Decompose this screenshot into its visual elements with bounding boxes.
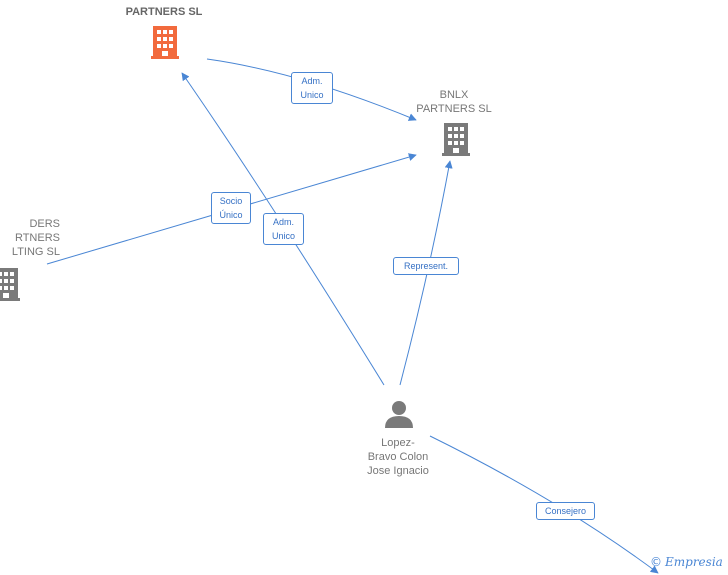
- company-label-top[interactable]: PARTNERS SL: [125, 6, 203, 18]
- edge-label-socio-unico: Socio Único: [211, 192, 251, 224]
- edge-label-adm-unico-person: Adm. Unico: [263, 213, 304, 245]
- edge-label-consejero: Consejero: [536, 502, 595, 520]
- empresia-logo: ©Empresia: [650, 555, 723, 569]
- company-label-bnlx[interactable]: BNLX PARTNERS SL: [416, 89, 492, 115]
- person-label[interactable]: Lopez- Bravo Colon Jose Ignacio: [367, 437, 429, 477]
- building-icon: [151, 26, 179, 59]
- building-icon: [442, 123, 470, 156]
- brand-name: Empresia: [665, 555, 723, 569]
- building-icon: [0, 268, 20, 301]
- edge-label-represent: Represent.: [393, 257, 459, 275]
- person-icon: [385, 401, 413, 428]
- company-label-left[interactable]: DERS RTNERS LTING SL: [11, 218, 60, 258]
- copyright-icon: ©: [650, 555, 662, 569]
- edge-label-adm-unico-top: Adm. Unico: [291, 72, 333, 104]
